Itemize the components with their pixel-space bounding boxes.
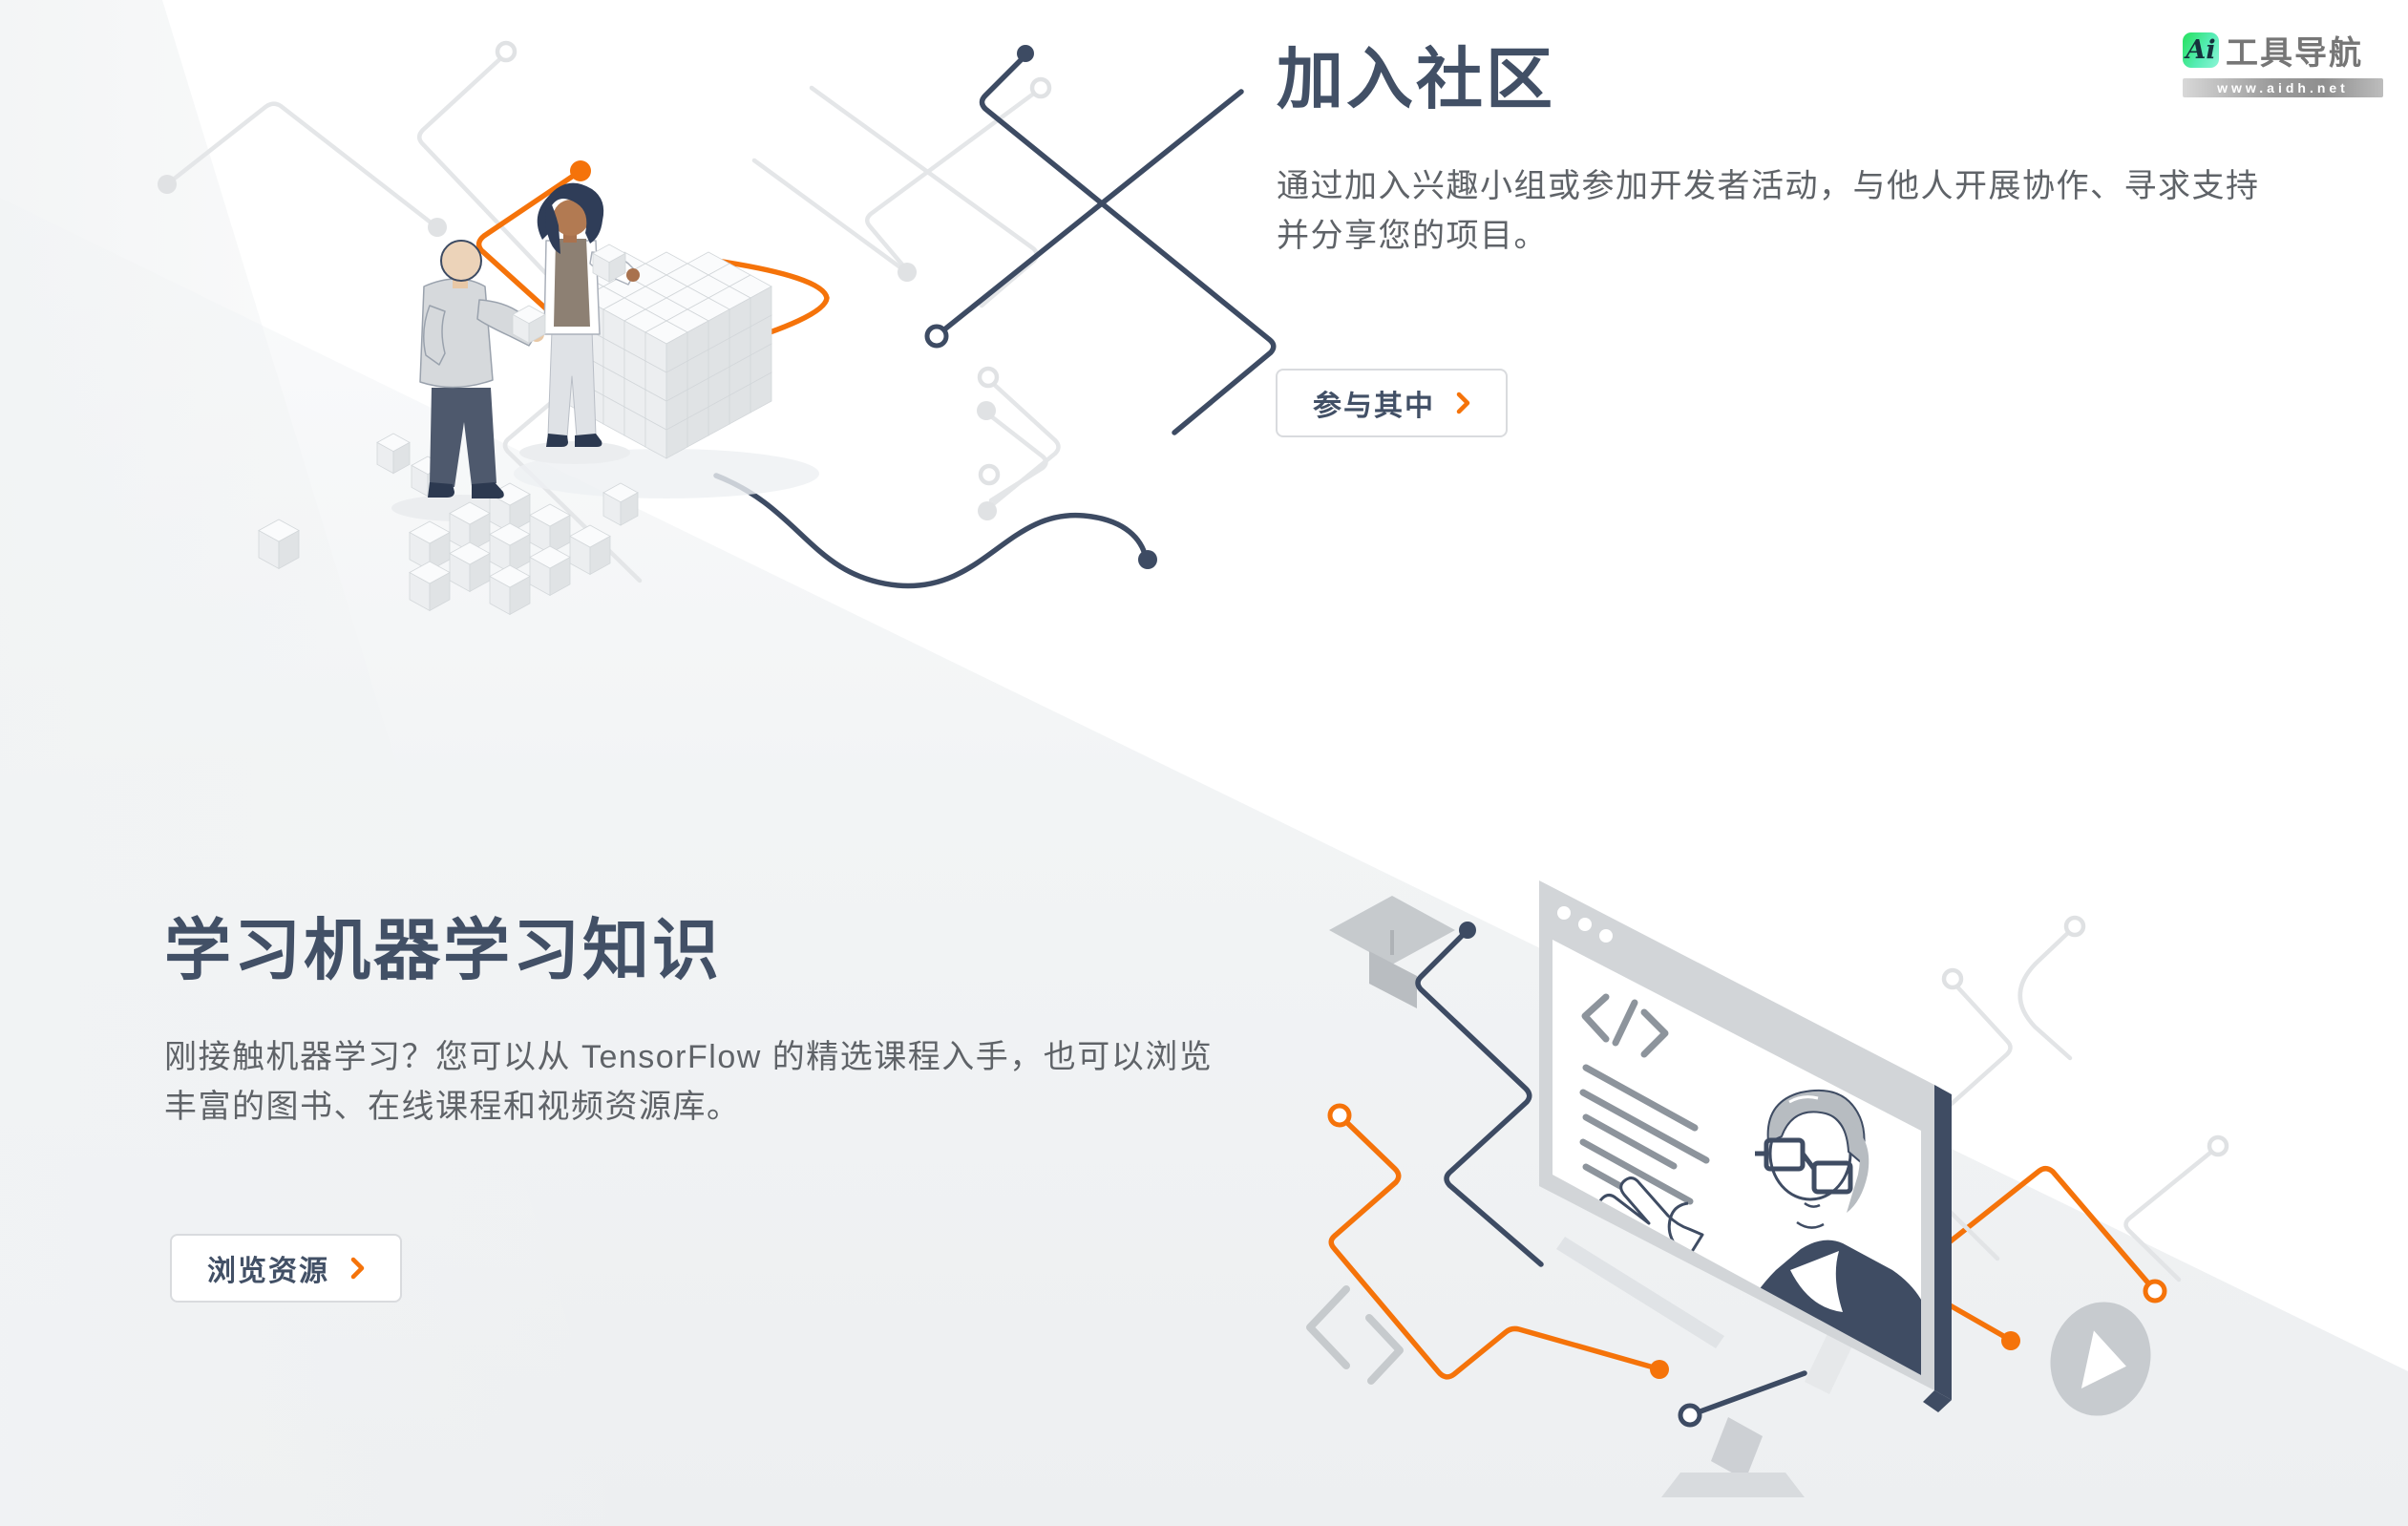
section-community: 加入社区 通过加入兴趣小组或参加开发者活动，与他人开展协作、寻求支持并分享您的项… xyxy=(1277,40,2260,261)
code-tag-icon xyxy=(1581,993,1669,1058)
aidh-watermark-logo[interactable]: Ai 工具导航 www.aidh.net xyxy=(2183,27,2383,97)
navy-dot xyxy=(1017,45,1034,62)
code-brackets-icon xyxy=(1306,1285,1404,1385)
learn-illustration xyxy=(1306,880,2229,1497)
orange-dot xyxy=(2001,1331,2020,1350)
orange-dot-hollow xyxy=(1327,1103,1352,1128)
learn-description: 刚接触机器学习？您可以从 TensorFlow 的精选课程入手，也可以浏览丰富的… xyxy=(164,1038,1214,1125)
learn-title: 学习机器学习知识 xyxy=(164,913,722,987)
aidh-url-bar: www.aidh.net xyxy=(2183,78,2383,97)
held-cubes xyxy=(512,244,626,344)
community-description: 通过加入兴趣小组或参加开发者活动，与他人开展协作、寻求支持并分享您的项目。 xyxy=(1277,167,2260,254)
network-lines-navy xyxy=(713,53,1277,589)
monitor-stand-shadow xyxy=(1556,1237,1724,1348)
text-placeholder-lines xyxy=(1579,1064,1710,1208)
network-lines-orange xyxy=(475,170,830,431)
graduation-cap-icon xyxy=(1329,896,1455,1008)
navy-dot xyxy=(1138,550,1157,569)
browse-resources-button[interactable]: 浏览资源 xyxy=(170,1234,402,1303)
network-dots-gray xyxy=(158,40,1052,520)
builder-man-figure xyxy=(419,240,544,498)
section-learn: 学习机器学习知识 刚接触机器学习？您可以从 TensorFlow 的精选课程入手… xyxy=(164,911,1215,1132)
aidh-brand-name: 工具导航 xyxy=(2226,35,2363,72)
aidh-icon-label: Ai xyxy=(2186,35,2216,65)
navy-line xyxy=(1415,929,1807,1415)
community-title: 加入社区 xyxy=(1277,42,1555,117)
join-community-button-label: 参与其中 xyxy=(1313,391,1435,422)
join-community-button[interactable]: 参与其中 xyxy=(1276,369,1508,437)
navy-dot-hollow xyxy=(924,324,949,349)
browser-window xyxy=(1539,880,1952,1412)
builder-woman-figure xyxy=(537,182,640,447)
orange-dot xyxy=(570,160,591,181)
window-control-dots xyxy=(1557,906,1613,943)
browse-resources-button-label: 浏览资源 xyxy=(207,1256,329,1287)
navy-dot-hollow xyxy=(1678,1403,1702,1428)
scattered-cubes xyxy=(258,433,639,616)
community-illustration xyxy=(158,40,1277,616)
monitor-side-navy xyxy=(1934,1085,1952,1400)
play-button-icon xyxy=(2050,1302,2151,1416)
orange-dot xyxy=(1650,1360,1669,1379)
aidh-logo-icon: Ai xyxy=(2183,32,2219,68)
orange-dot-hollow xyxy=(2143,1279,2167,1303)
monitor-bottom-navy xyxy=(1923,1390,1952,1412)
navy-dot xyxy=(1459,922,1476,939)
chevron-right-icon xyxy=(1456,392,1470,414)
chevron-right-icon xyxy=(350,1257,365,1280)
monitor-stand xyxy=(1661,1417,1805,1497)
